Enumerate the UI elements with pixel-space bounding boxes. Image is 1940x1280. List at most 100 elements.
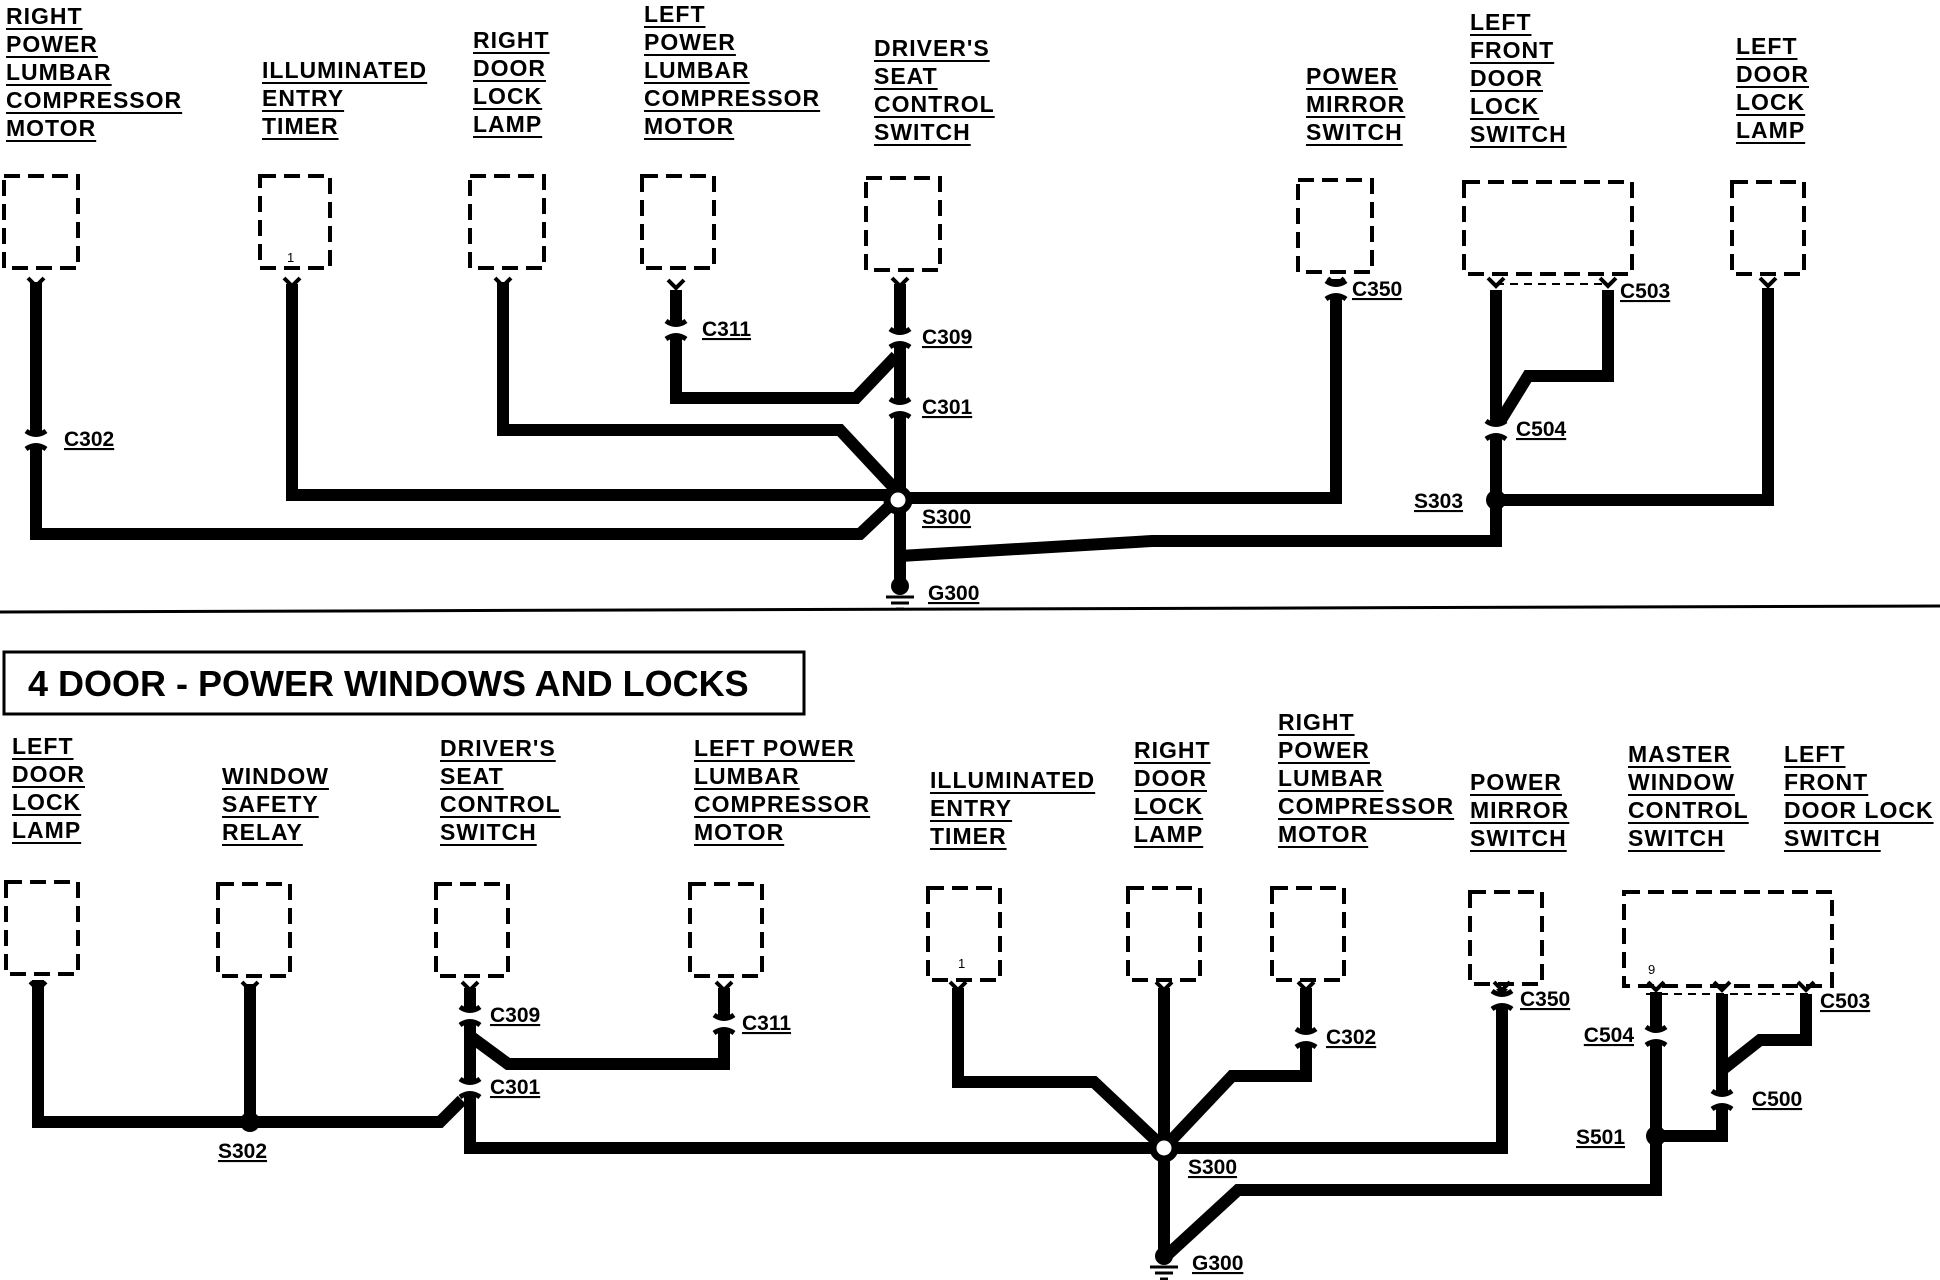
left-front-door-lock-switch-label-line: FRONT [1470,37,1554,63]
b-right-door-lock-lamp-label-line: DOOR [1134,765,1207,791]
wire-b-ldll [32,980,467,1128]
bot-wsr-box [216,882,292,978]
b-left-power-lumbar-compressor-motor-label-line: MOTOR [694,819,784,845]
splice-s300: S300 [883,485,971,529]
window-safety-relay-label-line: WINDOW [222,763,329,789]
connector-c311: C311 [712,1012,791,1036]
connector-c309: C309 [458,1004,540,1028]
connector-label: C309 [922,326,972,349]
top-lfdls-box [1462,180,1634,276]
power-mirror-switch-label-line: MIRROR [1306,91,1405,117]
connector-c302: C302 [24,428,114,452]
b-left-door-lock-lamp-label-line: DOOR [12,761,85,787]
left-power-lumbar-compressor-motor-label-line: LEFT [644,1,706,27]
b-power-mirror-switch-label-line: POWER [1470,769,1562,795]
b-right-power-lumbar-compressor-motor-label-line: COMPRESSOR [1278,793,1454,819]
ground-label: G300 [1192,1252,1243,1275]
connector-label: C309 [490,1004,540,1027]
terminal-pin [493,276,513,289]
wire-lfdls-b [1490,290,1614,432]
terminal-pin [1154,980,1174,993]
splice-s303: S303 [1414,490,1506,513]
splice-label: S303 [1414,490,1463,513]
left-front-door-lock-switch-label-line: SWITCH [1470,121,1567,147]
terminal-pin [890,276,910,289]
drivers-seat-control-switch-label-line: DRIVER'S [874,35,990,61]
right-power-lumbar-compressor-motor-label-line: MOTOR [6,115,96,141]
b-illuminated-entry-timer-label-line: ILLUMINATED [930,767,1095,793]
left-front-door-lock-switch-label-line: LOCK [1470,93,1539,119]
illuminated-entry-timer-label-line: ENTRY [262,85,344,111]
wire-b-pms [1164,992,1508,1154]
right-power-lumbar-compressor-motor-label-line: POWER [6,31,98,57]
wire-rplcm [30,282,901,540]
b-drivers-seat-control-switch-label-line: CONTROL [440,791,561,817]
section-title: 4 DOOR - POWER WINDOWS AND LOCKS [2,650,806,716]
b-left-front-door-lock-switch-label-line: SWITCH [1784,825,1881,851]
left-power-lumbar-compressor-motor-label-line: POWER [644,29,736,55]
connector-label: C302 [1326,1026,1376,1049]
top-ldll-box [1730,180,1806,276]
terminal-pin [948,980,968,993]
connector-c350: C350 [1324,278,1402,302]
left-power-lumbar-compressor-motor-label-line: LUMBAR [644,57,750,83]
b-right-door-lock-lamp-label-line: LOCK [1134,793,1203,819]
terminal-pin [26,276,46,289]
top-iet-box [258,174,332,270]
terminal-pin [1296,980,1316,993]
left-front-door-lock-switch-label-line: LEFT [1470,9,1532,35]
left-power-lumbar-compressor-motor-label-line: MOTOR [644,113,734,139]
section-title-text: 4 DOOR - POWER WINDOWS AND LOCKS [28,663,749,704]
b-right-power-lumbar-compressor-motor-label-line: LUMBAR [1278,765,1384,791]
b-power-mirror-switch-label-line: SWITCH [1470,825,1567,851]
b-left-front-door-lock-switch-label-line: LEFT [1784,741,1846,767]
connector-label: C302 [64,428,114,451]
connector-c504: C504 [1584,1024,1668,1048]
left-door-lock-lamp-label-line: LOCK [1736,89,1805,115]
b-left-front-door-lock-switch-label-line: DOOR LOCK [1784,797,1934,823]
master-window-control-switch-label-line: CONTROL [1628,797,1749,823]
terminal-pin [1758,276,1778,289]
power-mirror-switch-label-line: POWER [1306,63,1398,89]
section-divider [0,604,1940,614]
top-dscs-box [864,176,942,272]
b-right-door-lock-lamp-label-line: LAMP [1134,821,1203,847]
connector-label: C503 [1820,990,1870,1013]
b-left-power-lumbar-compressor-motor-label-line: LUMBAR [694,763,800,789]
top-pms-box [1296,178,1374,274]
bot-ldll-box [4,880,80,976]
b-right-power-lumbar-compressor-motor-label-line: MOTOR [1278,821,1368,847]
connector-c301: C301 [888,396,973,420]
right-door-lock-lamp-label-line: DOOR [473,55,546,81]
bot-pms-box [1468,890,1544,986]
bot-rdll-box [1126,886,1202,982]
b-drivers-seat-control-switch-label-line: SWITCH [440,819,537,845]
connector-label: C311 [702,318,751,341]
master-window-control-switch-label-line: WINDOW [1628,769,1735,795]
connector-c302: C302 [1294,1026,1376,1050]
ground-g300: G300 [886,577,979,611]
wire-b-iet [952,988,1169,1153]
terminal-pin [666,278,686,291]
right-door-lock-lamp-label-line: RIGHT [473,27,550,53]
connector-c309: C309 [888,326,972,350]
terminal-pin [1712,980,1732,993]
terminal-pin [1598,276,1618,289]
connector-c500: C500 [1710,1088,1802,1112]
b-illuminated-entry-timer-label-line: ENTRY [930,795,1012,821]
right-power-lumbar-compressor-motor-label-line: LUMBAR [6,59,112,85]
left-front-door-lock-switch-label-line: DOOR [1470,65,1543,91]
left-power-lumbar-compressor-motor-label-line: COMPRESSOR [644,85,820,111]
